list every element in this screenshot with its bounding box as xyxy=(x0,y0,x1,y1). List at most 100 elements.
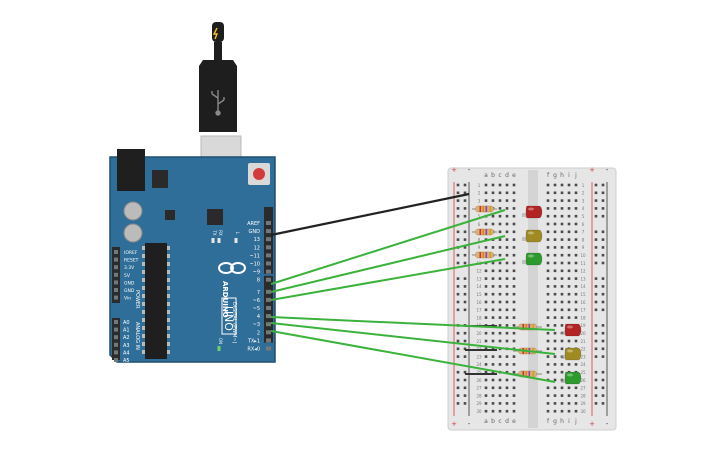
digital-pin-hole[interactable] xyxy=(266,330,271,335)
rail-hole[interactable] xyxy=(594,402,598,405)
rail-hole[interactable] xyxy=(456,339,460,343)
digital-pin-hole[interactable] xyxy=(266,229,271,234)
breadboard-hole[interactable] xyxy=(553,261,557,265)
rail-hole[interactable] xyxy=(594,199,598,202)
breadboard-hole[interactable] xyxy=(498,300,502,304)
rail-hole[interactable] xyxy=(594,191,598,195)
resistor-3[interactable] xyxy=(472,251,497,259)
breadboard-hole[interactable] xyxy=(498,222,502,226)
led-yellow-1[interactable] xyxy=(522,229,543,243)
breadboard-hole[interactable] xyxy=(546,402,550,405)
rail-hole[interactable] xyxy=(601,214,605,218)
breadboard-hole[interactable] xyxy=(512,183,516,187)
analog-pin-hole[interactable] xyxy=(114,327,118,332)
analog-pin-hole[interactable] xyxy=(114,320,118,324)
breadboard-hole[interactable] xyxy=(484,300,488,304)
breadboard-hole[interactable] xyxy=(567,285,571,288)
breadboard-hole[interactable] xyxy=(567,246,571,249)
breadboard-hole[interactable] xyxy=(512,285,516,288)
rail-hole[interactable] xyxy=(456,183,460,187)
breadboard-hole[interactable] xyxy=(505,199,509,202)
signal-wire-1[interactable] xyxy=(270,209,506,285)
power-jack[interactable] xyxy=(117,149,145,191)
breadboard-hole[interactable] xyxy=(512,230,516,234)
rail-hole[interactable] xyxy=(463,339,467,343)
breadboard-hole[interactable] xyxy=(498,285,502,288)
breadboard-hole[interactable] xyxy=(553,207,557,210)
breadboard-hole[interactable] xyxy=(546,292,550,296)
breadboard-hole[interactable] xyxy=(491,308,495,312)
breadboard-hole[interactable] xyxy=(512,324,516,327)
rail-hole[interactable] xyxy=(594,183,598,187)
rail-hole[interactable] xyxy=(601,308,605,312)
breadboard-hole[interactable] xyxy=(505,339,509,343)
breadboard-hole[interactable] xyxy=(491,214,495,218)
led-yellow-2[interactable] xyxy=(561,347,582,361)
rail-hole[interactable] xyxy=(601,191,605,195)
breadboard-hole[interactable] xyxy=(484,269,488,273)
breadboard-hole[interactable] xyxy=(484,292,488,296)
digital-pin-hole[interactable] xyxy=(266,322,271,327)
rail-hole[interactable] xyxy=(594,339,598,343)
rail-hole[interactable] xyxy=(601,277,605,280)
breadboard-hole[interactable] xyxy=(560,409,564,413)
rail-hole[interactable] xyxy=(601,378,605,382)
breadboard-hole[interactable] xyxy=(491,261,495,265)
breadboard-hole[interactable] xyxy=(560,355,564,358)
breadboard-hole[interactable] xyxy=(553,409,557,413)
breadboard-hole[interactable] xyxy=(546,394,550,397)
breadboard-hole[interactable] xyxy=(484,402,488,405)
breadboard-hole[interactable] xyxy=(484,285,488,288)
breadboard-hole[interactable] xyxy=(553,230,557,234)
breadboard-hole[interactable] xyxy=(567,386,571,390)
breadboard-hole[interactable] xyxy=(484,355,488,358)
breadboard-hole[interactable] xyxy=(512,238,516,241)
breadboard-hole[interactable] xyxy=(512,191,516,195)
breadboard-hole[interactable] xyxy=(546,214,550,218)
breadboard-hole[interactable] xyxy=(574,191,578,195)
breadboard-hole[interactable] xyxy=(546,300,550,304)
breadboard-hole[interactable] xyxy=(567,300,571,304)
breadboard-hole[interactable] xyxy=(484,409,488,413)
rail-hole[interactable] xyxy=(463,253,467,257)
breadboard-hole[interactable] xyxy=(567,183,571,187)
digital-pin-hole[interactable] xyxy=(266,338,271,343)
rail-hole[interactable] xyxy=(594,253,598,257)
breadboard-hole[interactable] xyxy=(574,308,578,312)
breadboard-hole[interactable] xyxy=(574,261,578,265)
breadboard-hole[interactable] xyxy=(498,269,502,273)
rail-hole[interactable] xyxy=(601,199,605,202)
breadboard-hole[interactable] xyxy=(560,191,564,195)
breadboard-hole[interactable] xyxy=(498,409,502,413)
led-green-1[interactable] xyxy=(522,252,543,266)
breadboard-hole[interactable] xyxy=(484,199,488,202)
rail-hole[interactable] xyxy=(456,300,460,304)
breadboard-hole[interactable] xyxy=(553,402,557,405)
analog-pin-hole[interactable] xyxy=(114,350,118,355)
breadboard-hole[interactable] xyxy=(491,222,495,226)
rail-hole[interactable] xyxy=(601,355,605,358)
rail-hole[interactable] xyxy=(594,324,598,327)
breadboard-hole[interactable] xyxy=(512,394,516,397)
breadboard-hole[interactable] xyxy=(560,261,564,265)
rail-hole[interactable] xyxy=(456,207,460,210)
rail-hole[interactable] xyxy=(601,394,605,397)
resistor-2[interactable] xyxy=(472,228,497,236)
rail-hole[interactable] xyxy=(456,355,460,358)
breadboard-hole[interactable] xyxy=(546,409,550,413)
rail-hole[interactable] xyxy=(463,261,467,265)
breadboard-hole[interactable] xyxy=(505,324,509,327)
breadboard-hole[interactable] xyxy=(546,207,550,210)
breadboard-hole[interactable] xyxy=(498,386,502,390)
breadboard-hole[interactable] xyxy=(491,183,495,187)
rail-hole[interactable] xyxy=(601,246,605,249)
breadboard-hole[interactable] xyxy=(484,183,488,187)
breadboard-hole[interactable] xyxy=(553,331,557,335)
breadboard-hole[interactable] xyxy=(505,300,509,304)
rail-hole[interactable] xyxy=(456,394,460,397)
breadboard-hole[interactable] xyxy=(546,222,550,226)
rail-hole[interactable] xyxy=(463,331,467,335)
breadboard-hole[interactable] xyxy=(512,402,516,405)
rail-hole[interactable] xyxy=(456,230,460,234)
breadboard-hole[interactable] xyxy=(505,285,509,288)
